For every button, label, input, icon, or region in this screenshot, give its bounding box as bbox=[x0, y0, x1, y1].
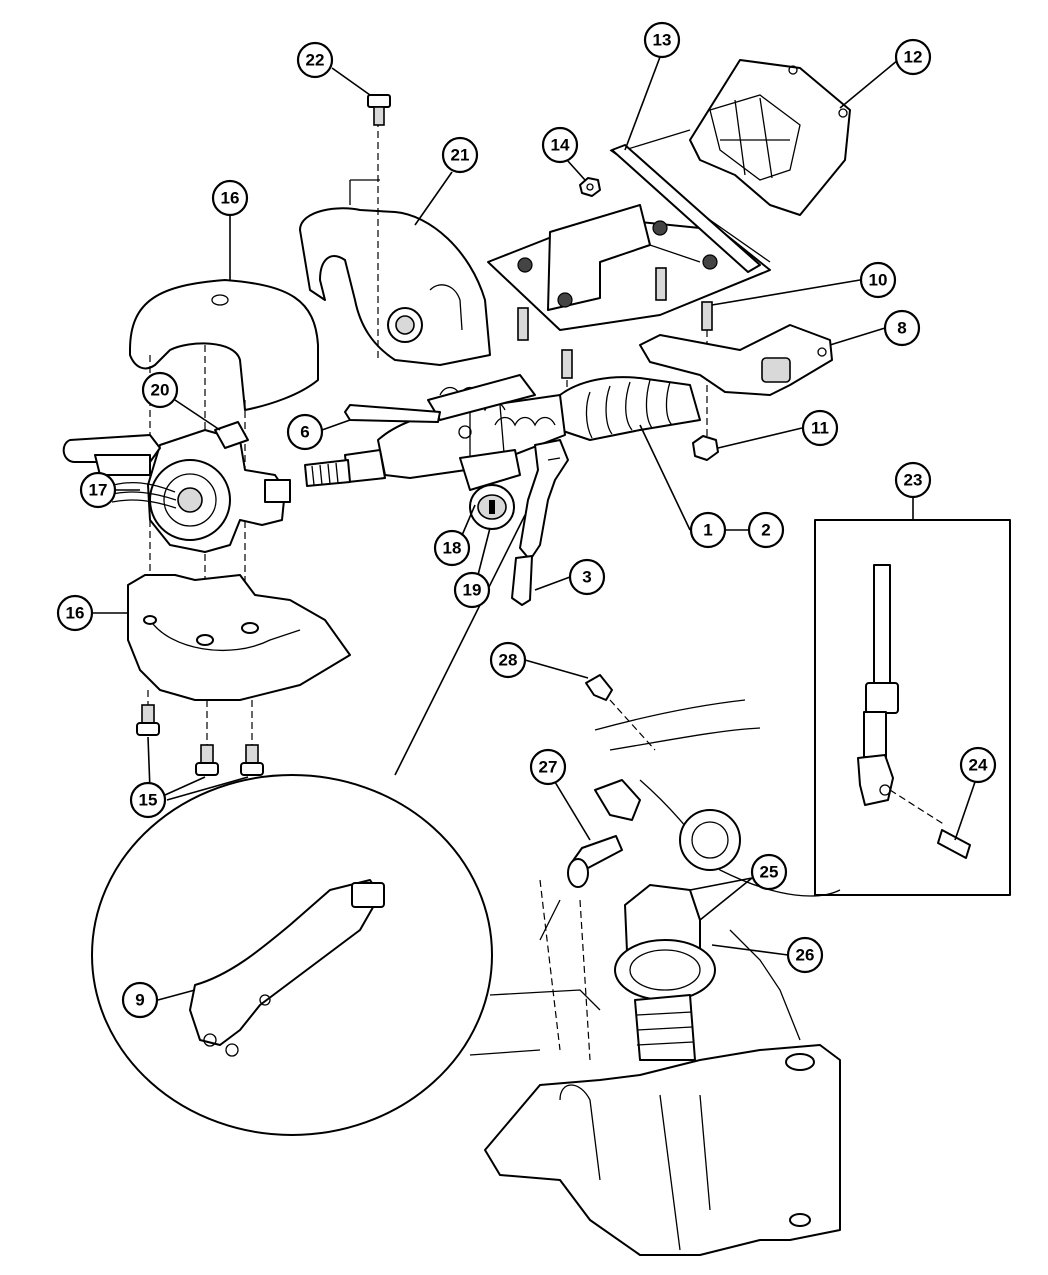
callout-11: 11 bbox=[717, 409, 839, 449]
svg-text:26: 26 bbox=[796, 946, 815, 965]
fasteners-27-28 bbox=[567, 674, 656, 888]
callout-26: 26 bbox=[711, 936, 824, 974]
callout-3: 3 bbox=[534, 558, 606, 596]
callout-15: 15 bbox=[129, 736, 249, 819]
callout-27: 27 bbox=[529, 748, 591, 841]
callout-14: 14 bbox=[541, 126, 586, 181]
svg-text:1: 1 bbox=[703, 521, 712, 540]
callout-13: 13 bbox=[624, 21, 681, 151]
steering-column bbox=[304, 376, 701, 487]
svg-text:3: 3 bbox=[582, 568, 591, 587]
callout-18: 18 bbox=[433, 504, 476, 567]
callout-8: 8 bbox=[829, 309, 921, 347]
tilt-lever bbox=[344, 404, 441, 423]
support-bracket bbox=[639, 324, 833, 396]
intermediate-shaft-inset bbox=[814, 519, 1011, 896]
callout-19: 19 bbox=[453, 527, 491, 609]
svg-text:28: 28 bbox=[499, 651, 518, 670]
svg-text:9: 9 bbox=[135, 991, 144, 1010]
callout-16-upper: 16 bbox=[211, 179, 249, 280]
multifunction-switch bbox=[62, 421, 291, 553]
callout-6: 6 bbox=[286, 413, 351, 451]
callout-20: 20 bbox=[141, 371, 221, 431]
nut-11 bbox=[692, 435, 719, 461]
svg-text:16: 16 bbox=[66, 604, 85, 623]
svg-text:27: 27 bbox=[539, 758, 558, 777]
svg-text:12: 12 bbox=[904, 48, 923, 67]
lower-shroud bbox=[127, 574, 351, 745]
svg-text:11: 11 bbox=[811, 419, 829, 438]
svg-text:13: 13 bbox=[653, 31, 672, 50]
column-cover bbox=[299, 120, 491, 366]
svg-text:8: 8 bbox=[897, 319, 906, 338]
callout-9: 9 bbox=[121, 981, 196, 1019]
svg-text:19: 19 bbox=[463, 581, 482, 600]
shift-lever bbox=[511, 439, 569, 606]
callout-25: 25 bbox=[689, 853, 788, 921]
callout-22: 22 bbox=[296, 41, 371, 96]
floor-assembly bbox=[469, 699, 841, 1256]
detail-circle-switch bbox=[91, 514, 526, 1136]
svg-text:6: 6 bbox=[300, 423, 309, 442]
svg-text:25: 25 bbox=[760, 863, 779, 882]
mounting-bracket bbox=[487, 59, 851, 331]
callout-28: 28 bbox=[489, 641, 589, 679]
svg-text:18: 18 bbox=[443, 539, 462, 558]
svg-text:14: 14 bbox=[551, 136, 570, 155]
callout-2: 2 bbox=[725, 511, 785, 549]
callout-17: 17 bbox=[79, 471, 140, 509]
ignition-lock-cylinder bbox=[459, 449, 521, 530]
screws-15 bbox=[136, 704, 264, 776]
svg-text:23: 23 bbox=[904, 471, 923, 490]
svg-text:22: 22 bbox=[306, 51, 325, 70]
screw-22 bbox=[367, 94, 391, 126]
svg-text:21: 21 bbox=[451, 146, 470, 165]
svg-text:2: 2 bbox=[761, 521, 770, 540]
callout-24: 24 bbox=[954, 746, 997, 841]
nut-14 bbox=[579, 177, 601, 197]
svg-text:16: 16 bbox=[221, 189, 240, 208]
studs bbox=[517, 267, 713, 440]
callout-21: 21 bbox=[414, 136, 479, 226]
svg-text:20: 20 bbox=[151, 381, 170, 400]
svg-text:24: 24 bbox=[969, 756, 988, 775]
svg-text:15: 15 bbox=[139, 791, 158, 810]
callout-16-lower: 16 bbox=[56, 594, 128, 632]
callout-1: 1 bbox=[639, 424, 727, 549]
callout-23: 23 bbox=[894, 461, 932, 520]
svg-text:10: 10 bbox=[869, 271, 888, 290]
svg-text:17: 17 bbox=[89, 481, 108, 500]
callout-12: 12 bbox=[839, 38, 932, 109]
callout-10: 10 bbox=[711, 261, 897, 306]
